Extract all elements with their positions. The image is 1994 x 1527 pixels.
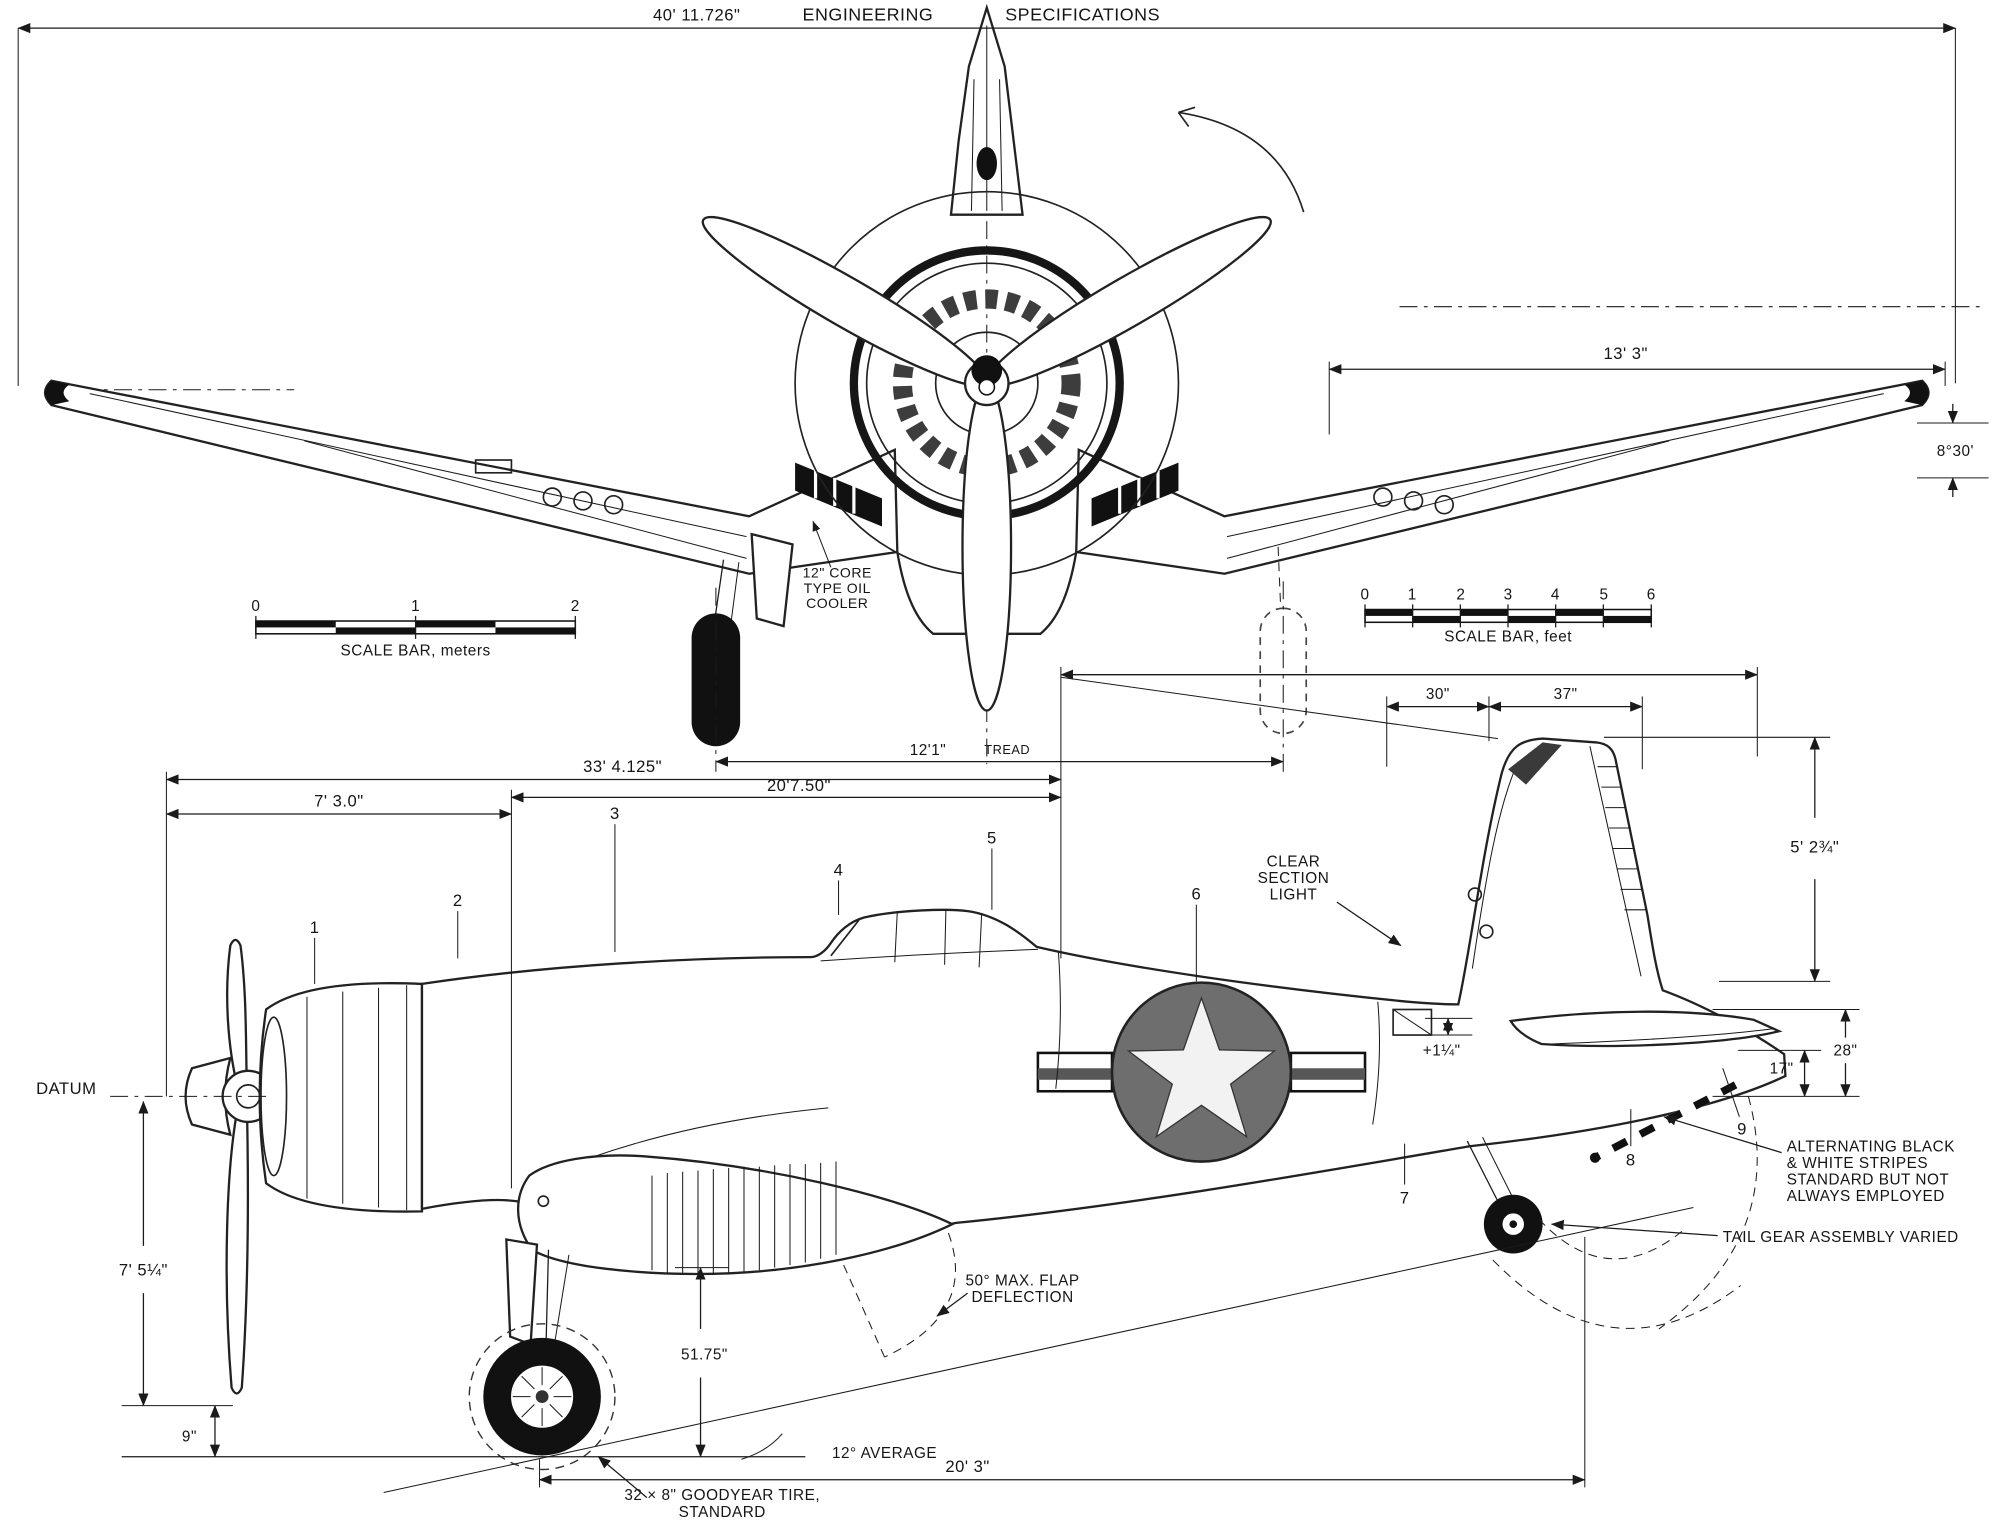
- tread-word-label: TREAD: [984, 742, 1030, 757]
- front-view-dimensions: 40' 11.726" ENGINEERING SPECIFICATIONS 1…: [17, 4, 1989, 767]
- station-2: 2: [453, 891, 463, 910]
- insignia-star: [1126, 996, 1277, 1139]
- scale-bar-feet: 0 1 2 3 4 5 6 SCALE BAR, feet: [1360, 586, 1655, 645]
- side-view-dimensions: 33' 4.125" 20'7.50" 7' 3.0" 30" 37" 5' 2…: [36, 667, 1959, 1521]
- dim-17-label: 17": [1770, 1060, 1794, 1077]
- station-6: 6: [1191, 885, 1201, 904]
- oil-cooler-note-line1: 12" CORE: [803, 565, 872, 581]
- dihedral-angle-label: 8°30': [1937, 443, 1974, 460]
- scale-meters-label: SCALE BAR, meters: [341, 643, 491, 660]
- oil-cooler-note-line3: COOLER: [806, 595, 868, 611]
- fin-37-label: 37": [1554, 686, 1578, 703]
- station-3: 3: [610, 804, 620, 823]
- dim-20-7-label: 20'7.50": [767, 776, 831, 795]
- left-wing-front: [43, 379, 899, 575]
- scale-feet-tick-3: 3: [1504, 586, 1513, 603]
- station-8: 8: [1626, 1150, 1636, 1169]
- flap-note-line2: DEFLECTION: [971, 1289, 1073, 1306]
- wingtip-marking: [1904, 380, 1929, 406]
- station-4: 4: [834, 860, 844, 879]
- scale-feet-tick-5: 5: [1599, 586, 1608, 603]
- tread-value-label: 12'1": [910, 742, 946, 759]
- dim-9-label: 9": [182, 1428, 197, 1445]
- right-wing-front: [1075, 379, 1930, 575]
- scale-bar-meters: 0 1 2 SCALE BAR, meters: [251, 598, 580, 660]
- stripes-note-line2: & WHITE STRIPES: [1787, 1155, 1928, 1172]
- fin-marking: [976, 146, 997, 181]
- prop-radius-label: 7' 5¼": [119, 1260, 168, 1279]
- front-view-art: [43, 3, 1984, 772]
- fin-30-label: 30": [1426, 686, 1450, 703]
- cowling-side: [258, 982, 424, 1213]
- tail-gear-note: TAIL GEAR ASSEMBLY VARIED: [1723, 1229, 1959, 1246]
- station-7: 7: [1400, 1189, 1410, 1208]
- clear-light-line1: CLEAR: [1267, 853, 1321, 870]
- fin-details: [1392, 742, 1647, 1036]
- scale-feet-tick-1: 1: [1408, 586, 1417, 603]
- fin-tip-shading: [1508, 742, 1562, 785]
- dim-20-3-label: 20' 3": [945, 1457, 989, 1476]
- datum-label: DATUM: [36, 1079, 96, 1098]
- propeller-front: [701, 215, 1272, 712]
- propeller-side: [184, 938, 275, 1395]
- wing-panel-dimension-label: 13' 3": [1603, 344, 1647, 363]
- tire-note-line1: 32 × 8" GOODYEAR TIRE,: [624, 1487, 820, 1504]
- wingtip-marking: [45, 380, 70, 406]
- gear-door-side: [505, 1238, 539, 1346]
- dim-28-label: 28": [1833, 1042, 1857, 1059]
- oil-cooler-note-line2: TYPE OIL: [804, 580, 871, 596]
- scale-feet-label: SCALE BAR, feet: [1444, 628, 1572, 645]
- clear-light-line2: SECTION: [1258, 870, 1330, 887]
- angle-12-label: 12° AVERAGE: [832, 1445, 937, 1462]
- prop-blade-lower: [961, 382, 1013, 712]
- page-title-right: SPECIFICATIONS: [1005, 4, 1160, 24]
- vertical-fin-front: [949, 3, 1024, 216]
- spinner-side: [184, 1056, 232, 1137]
- stripes-note-line4: ALWAYS EMPLOYED: [1787, 1188, 1945, 1205]
- flap-note-line1: 50° MAX. FLAP: [965, 1272, 1079, 1289]
- rotation-arrow: [1177, 106, 1305, 213]
- scale-meters-tick-2: 2: [571, 598, 580, 615]
- clear-light-line3: LIGHT: [1270, 887, 1318, 904]
- wingspan-dimension-label: 40' 11.726": [653, 5, 740, 24]
- dim-51-label: 51.75": [681, 1347, 728, 1364]
- scale-feet-tick-2: 2: [1456, 586, 1465, 603]
- landing-gear-front: [691, 532, 1308, 772]
- spinner-dome: [971, 355, 1003, 386]
- station-1: 1: [310, 918, 320, 937]
- scale-feet-tick-6: 6: [1647, 586, 1656, 603]
- tire-note-line2: STANDARD: [679, 1504, 766, 1521]
- stripes-note-line3: STANDARD BUT NOT: [1787, 1172, 1950, 1189]
- stabilizer: [1508, 1010, 1783, 1048]
- station-9: 9: [1737, 1120, 1747, 1139]
- scale-meters-tick-0: 0: [251, 598, 260, 615]
- scale-feet-tick-0: 0: [1360, 586, 1369, 603]
- prop-blade-upper-right: [985, 215, 1272, 388]
- national-insignia: [1036, 981, 1367, 1163]
- stripes-note-line1: ALTERNATING BLACK: [1787, 1138, 1956, 1155]
- dim-7-3-label: 7' 3.0": [314, 791, 364, 810]
- striped-tail-strut: [1593, 1081, 1738, 1162]
- gear-door-front: [750, 532, 794, 628]
- scale-feet-tick-4: 4: [1551, 586, 1560, 603]
- tire-outline-dashed: [468, 1323, 616, 1471]
- station-5: 5: [987, 828, 997, 847]
- canopy: [820, 909, 1038, 968]
- station-callouts: 1 2 3 4 5 6 7 8 9: [310, 804, 1747, 1208]
- side-view-art: [184, 737, 1787, 1471]
- main-gear-side: [468, 1238, 616, 1471]
- main-wheel-front: [691, 613, 741, 747]
- fin-height-label: 5' 2¾": [1790, 837, 1839, 856]
- page-title-left: ENGINEERING: [803, 4, 934, 24]
- overall-length-label: 33' 4.125": [583, 757, 662, 776]
- incidence-label: +1¼": [1423, 1042, 1461, 1059]
- scale-meters-tick-1: 1: [411, 598, 420, 615]
